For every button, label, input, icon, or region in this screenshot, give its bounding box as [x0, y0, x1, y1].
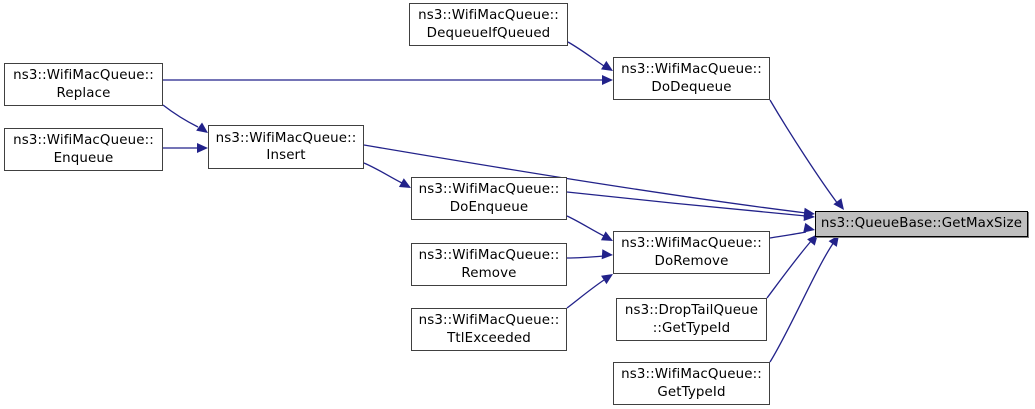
- graph-edge-arrowhead: [196, 122, 208, 133]
- graph-edge: [769, 231, 807, 239]
- graph-node-get_max_size[interactable]: ns3::QueueBase::GetMaxSize: [815, 211, 1028, 237]
- graph-node-label: ns3::WifiMacQueue:: Replace: [13, 68, 154, 101]
- graph-node-label: ns3::WifiMacQueue:: DoEnqueue: [418, 182, 560, 215]
- graph-edge-arrowhead: [601, 249, 613, 260]
- graph-node-label: ns3::WifiMacQueue:: Enqueue: [13, 133, 154, 166]
- graph-node-label: ns3::WifiMacQueue:: DoRemove: [621, 236, 762, 269]
- graph-edge-arrowhead: [600, 231, 613, 241]
- graph-edge: [363, 144, 807, 214]
- graph-edge-arrowhead: [601, 60, 613, 71]
- graph-edge-arrowhead: [197, 143, 208, 153]
- graph-node-insert[interactable]: ns3::WifiMacQueue:: Insert: [208, 125, 364, 169]
- graph-node-ttl_exceeded[interactable]: ns3::WifiMacQueue:: TtlExceeded: [411, 308, 567, 351]
- graph-node-label: ns3::WifiMacQueue:: TtlExceeded: [418, 313, 560, 346]
- graph-node-enqueue[interactable]: ns3::WifiMacQueue:: Enqueue: [4, 128, 163, 171]
- graph-node-label: ns3::DropTailQueue ::GetTypeId: [624, 303, 759, 336]
- graph-node-dequeue_if_queued[interactable]: ns3::WifiMacQueue:: DequeueIfQueued: [409, 3, 568, 46]
- graph-node-do_remove[interactable]: ns3::WifiMacQueue:: DoRemove: [613, 231, 770, 274]
- graph-edge-arrowhead: [398, 178, 411, 188]
- graph-node-replace[interactable]: ns3::WifiMacQueue:: Replace: [4, 63, 163, 106]
- graph-node-do_dequeue[interactable]: ns3::WifiMacQueue:: DoDequeue: [613, 57, 770, 100]
- graph-node-wifimac_gettypeid[interactable]: ns3::WifiMacQueue:: GetTypeId: [613, 362, 770, 405]
- graph-node-label: ns3::WifiMacQueue:: DoDequeue: [621, 62, 762, 95]
- graph-edge: [566, 279, 605, 309]
- graph-node-label: ns3::QueueBase::GetMaxSize: [820, 216, 1023, 232]
- graph-edge: [566, 255, 605, 259]
- graph-edge: [566, 215, 605, 237]
- graph-node-label: ns3::WifiMacQueue:: GetTypeId: [621, 367, 762, 400]
- graph-edge: [766, 239, 813, 299]
- graph-edge: [566, 191, 807, 217]
- graph-edge-arrowhead: [602, 75, 613, 85]
- graph-edge: [769, 241, 835, 363]
- graph-edge-arrowhead: [601, 274, 613, 285]
- graph-node-label: ns3::WifiMacQueue:: Remove: [418, 248, 560, 281]
- graph-edge: [363, 162, 403, 184]
- graph-edge: [162, 104, 199, 128]
- graph-node-label: ns3::WifiMacQueue:: Insert: [215, 130, 357, 163]
- graph-edge: [567, 41, 605, 67]
- graph-node-remove[interactable]: ns3::WifiMacQueue:: Remove: [411, 243, 567, 286]
- graph-edge-arrowhead: [833, 198, 844, 210]
- graph-edge-arrowhead: [803, 222, 815, 233]
- graph-node-do_enqueue[interactable]: ns3::WifiMacQueue:: DoEnqueue: [411, 177, 567, 220]
- graph-edge: [769, 99, 839, 205]
- graph-node-droptail_gettypeid[interactable]: ns3::DropTailQueue ::GetTypeId: [616, 298, 767, 341]
- graph-edge-arrowhead: [803, 211, 815, 222]
- graph-node-label: ns3::WifiMacQueue:: DequeueIfQueued: [418, 8, 559, 41]
- graph-edge-arrowhead: [828, 235, 839, 247]
